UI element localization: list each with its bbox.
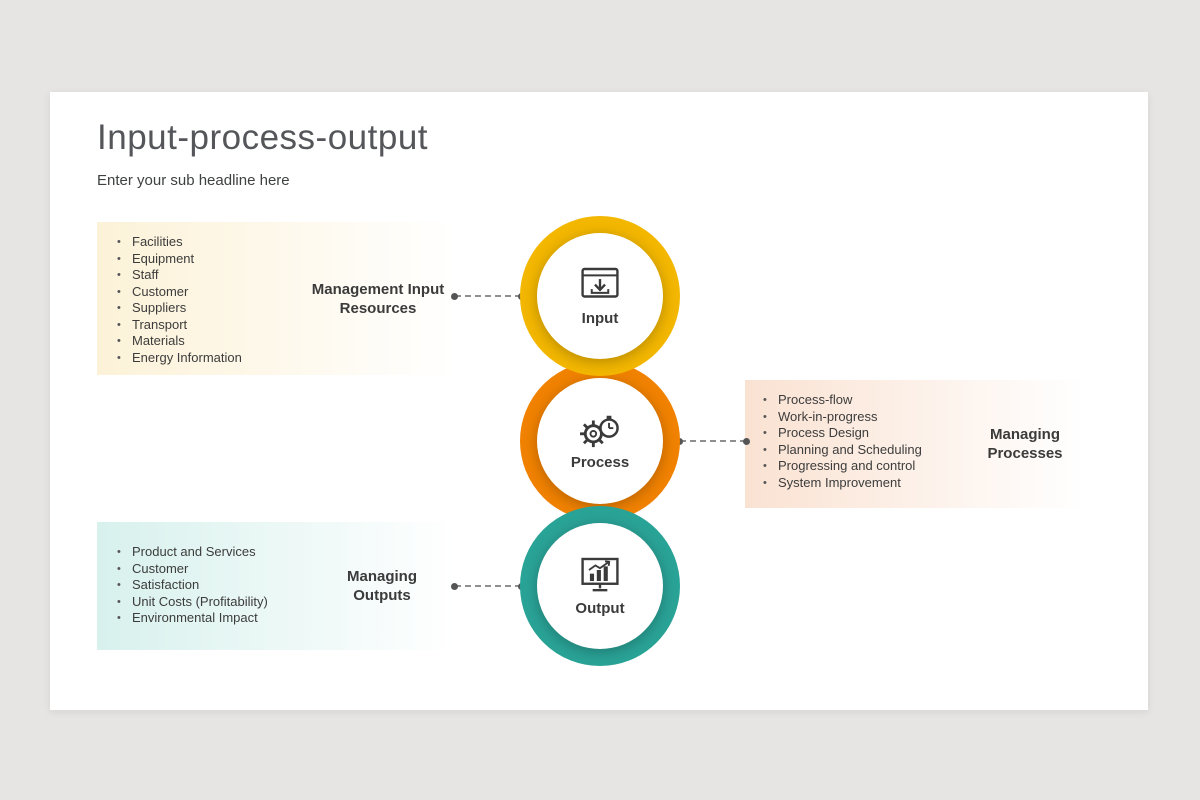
gear-stopwatch-icon <box>577 411 623 449</box>
bullet-item: Environmental Impact <box>115 610 455 627</box>
connector-output <box>451 582 525 590</box>
bullet-item: Suppliers <box>115 300 455 317</box>
connector-process <box>676 437 750 445</box>
bullet-item: Satisfaction <box>115 577 455 594</box>
input-disc: Input <box>537 233 663 359</box>
output-disc: Output <box>537 523 663 649</box>
connector-input <box>451 292 525 300</box>
slide: Input-process-output Enter your sub head… <box>50 92 1148 710</box>
bullet-item: Customer <box>115 284 455 301</box>
bullet-item: Progressing and control <box>761 458 1085 475</box>
bullet-item: Equipment <box>115 251 455 268</box>
node-label-input: Input <box>581 309 619 327</box>
bullet-item: Energy Information <box>115 350 455 367</box>
bullet-item: Facilities <box>115 234 455 251</box>
panel-heading-process: Managing Processes <box>987 426 1063 462</box>
bullet-list-process: Process-flowWork-in-progressProcess Desi… <box>745 380 1085 491</box>
bullet-item: Unit Costs (Profitability) <box>115 594 455 611</box>
bullet-list-output: Product and ServicesCustomerSatisfaction… <box>97 522 455 627</box>
node-input: Input <box>520 216 680 376</box>
bullet-item: Process Design <box>761 425 1085 442</box>
bullet-item: Work-in-progress <box>761 409 1085 426</box>
page-title: Input-process-output <box>97 118 429 157</box>
panel-managing-processes: Process-flowWork-in-progressProcess Desi… <box>745 380 1085 508</box>
browser-import-icon <box>578 266 622 305</box>
bullet-item: Planning and Scheduling <box>761 442 1085 459</box>
bullet-item: Materials <box>115 333 455 350</box>
bullet-item: Product and Services <box>115 544 455 561</box>
bullet-item: Staff <box>115 267 455 284</box>
node-process: Process <box>520 361 680 521</box>
bullet-item: Process-flow <box>761 392 1085 409</box>
panel-heading-input: Management Input Resources <box>311 280 445 317</box>
bullet-item: Transport <box>115 317 455 334</box>
page-subtitle: Enter your sub headline here <box>97 172 290 189</box>
node-label-output: Output <box>575 599 625 617</box>
node-label-process: Process <box>570 454 630 471</box>
node-output: Output <box>520 506 680 666</box>
bullet-item: Customer <box>115 561 455 578</box>
panel-input-resources: FacilitiesEquipmentStaffCustomerSupplier… <box>97 222 455 375</box>
process-disc: Process <box>537 378 663 504</box>
panel-managing-outputs: Product and ServicesCustomerSatisfaction… <box>97 522 455 650</box>
bullet-list-input: FacilitiesEquipmentStaffCustomerSupplier… <box>97 222 455 366</box>
bullet-item: System Improvement <box>761 475 1085 492</box>
panel-heading-output: Managing Outputs <box>347 568 417 604</box>
monitor-chart-icon <box>578 556 622 595</box>
